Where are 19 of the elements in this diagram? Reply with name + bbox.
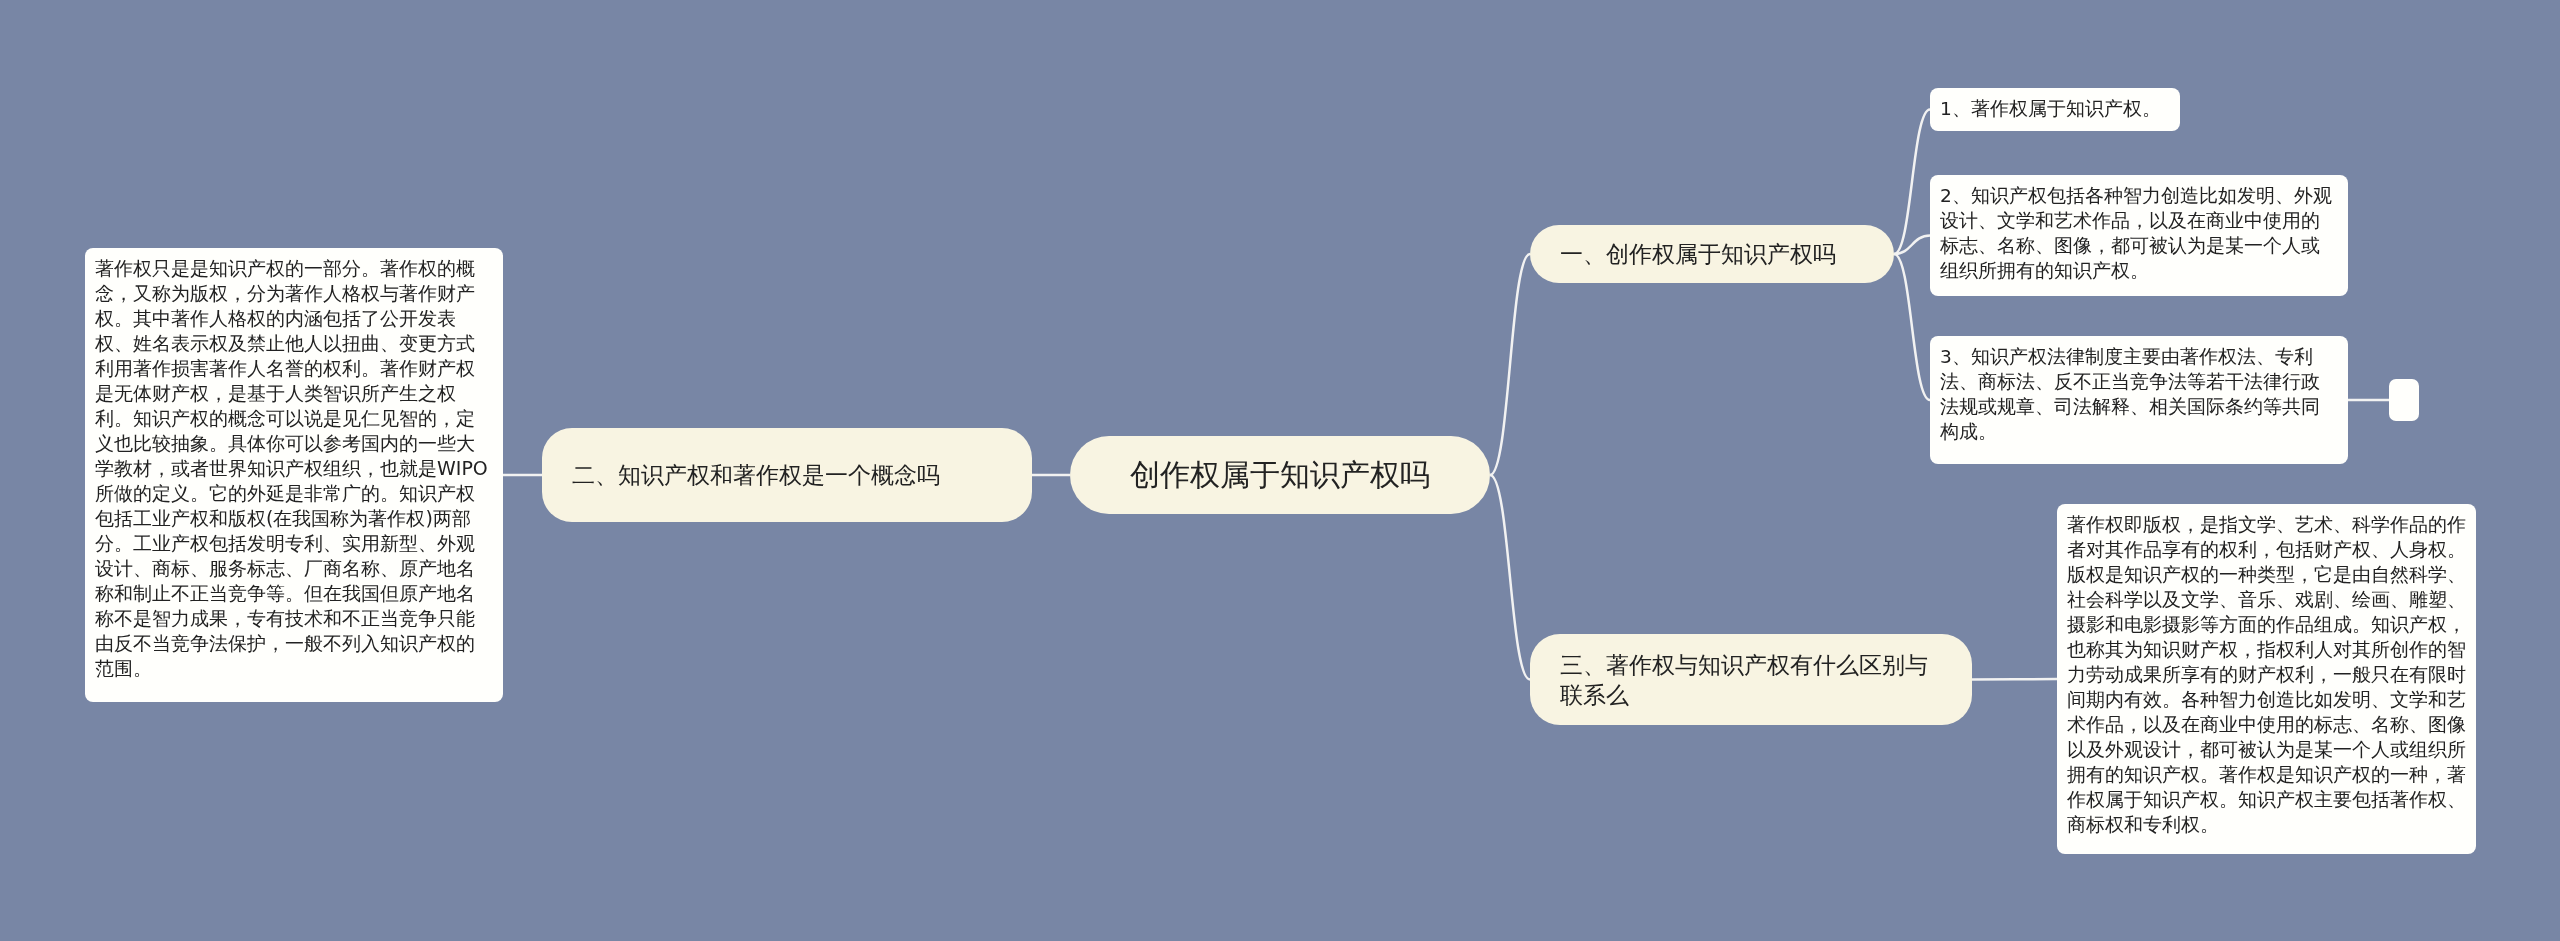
empty-box <box>2389 379 2419 421</box>
connector-line <box>2348 398 2389 402</box>
connector-line <box>1489 253 1531 476</box>
note-card: 1、著作权属于知识产权。 <box>1930 88 2180 131</box>
note-card: 著作权即版权，是指文学、艺术、科学作品的作者对其作品享有的权利，包括财产权、人身权。版权是知识产权的一种类型，它是由自然科学、社会科学以及文学、音乐、戏剧、绘画、雕塑、摄影和电影摄影等方面的作品组成。知识产权，也称其为知识财产权，指权利人对其所创作的智力劳动成果所享有的财产权利，一般只在有限时间期内有效。各种智力创造比如发明、文学和艺术作品，以及在商业中使用的标志、名称、图像以及外观设计，都可被认为是某一个人或组织所拥有的知识产权。著作权是知识产权的一种，著作权属于知识产权。知识产权主要包括著作权、商标权和专利权。 <box>2057 504 2476 854</box>
branch-box: 一、创作权属于知识产权吗 <box>1530 225 1894 283</box>
connector-line <box>1972 677 2057 681</box>
connector-line <box>503 473 542 477</box>
topic-box: 创作权属于知识产权吗 <box>1070 436 1490 514</box>
connector-line <box>1893 234 1931 256</box>
note-card: 2、知识产权包括各种智力创造比如发明、外观设计、文学和艺术作品，以及在商业中使用的标志、名称、图像，都可被认为是某一个人或组织所拥有的知识产权。 <box>1930 175 2348 296</box>
branch-box: 三、著作权与知识产权有什么区别与联系么 <box>1530 634 1972 725</box>
connector-line <box>1893 252 1931 402</box>
connector-line <box>1893 108 1931 256</box>
note-card: 著作权只是是知识产权的一部分。著作权的概念，又称为版权，分为著作人格权与著作财产权。其中著作人格权的内涵包括了公开发表权、姓名表示权及禁止他人以扭曲、变更方式利用著作损害著作人名誉的权利。著作财产权是无体财产权，是基于人类智识所产生之权利。知识产权的概念可以说是见仁见智的，定义也比较抽象。具体你可以参考国内的一些大学教材，或者世界知识产权组织，也就是WIPO所做的定义。它的外延是非常广的。知识产权包括工业产权和版权(在我国称为著作权)两部分。工业产权包括发明专利、实用新型、外观设计、商标、服务标志、厂商名称、原产地名称和制止不正当竞争等。但在我国但原产地名称不是智力成果，专有技术和不正当竞争只能由反不当竞争法保护，一般不列入知识产权的范围。 <box>85 248 503 702</box>
connector-line <box>1489 474 1531 681</box>
branch-box: 二、知识产权和著作权是一个概念吗 <box>542 428 1032 522</box>
connector-line <box>1032 473 1070 477</box>
note-card: 3、知识产权法律制度主要由著作权法、专利法、商标法、反不正当竞争法等若干法律行政法规或规章、司法解释、相关国际条约等共同构成。 <box>1930 336 2348 464</box>
